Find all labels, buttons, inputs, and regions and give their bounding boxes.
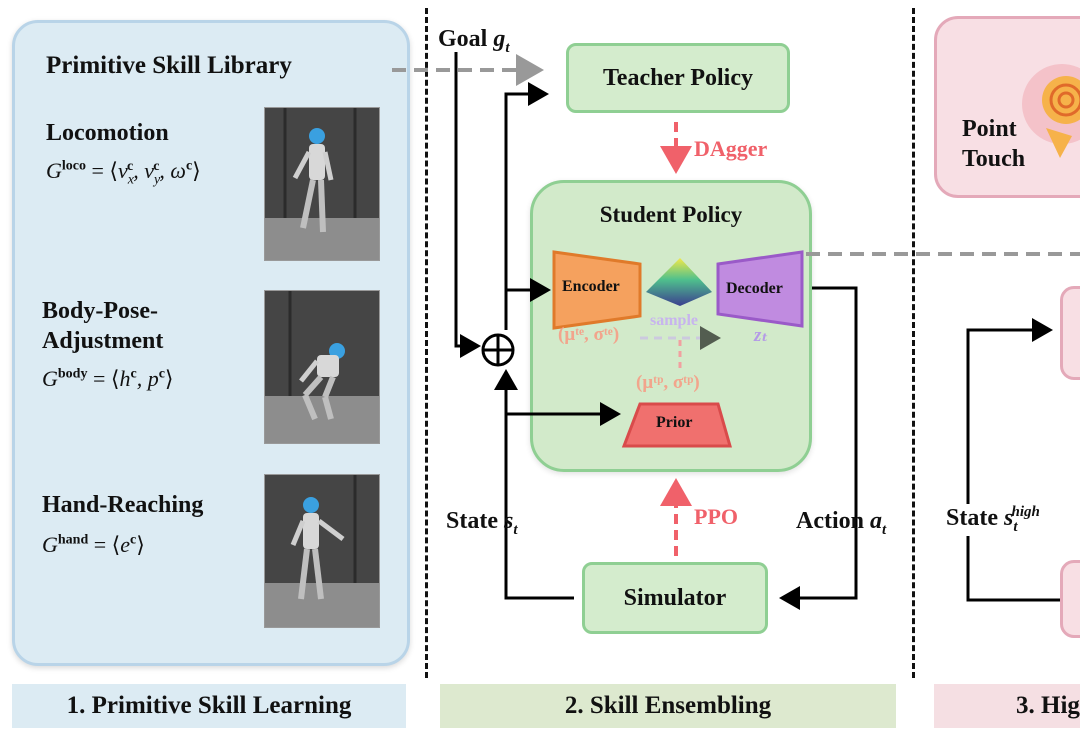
action-label: Action at — [796, 508, 887, 538]
dagger-label: DAgger — [694, 136, 768, 161]
high-level-box-bottom — [1060, 560, 1080, 638]
skill-formula-locomotion: Gloco = ⟨vxc, vyc, ωc⟩ — [46, 158, 201, 188]
teacher-policy-box: Teacher Policy — [566, 43, 790, 113]
panel-label-2: 2. Skill Ensembling — [440, 684, 896, 728]
prior-label: Prior — [656, 414, 693, 431]
state-label: State st — [446, 508, 518, 538]
to-teacher-arrow — [504, 82, 549, 330]
panel-label-1: 1. Primitive Skill Learning — [12, 684, 406, 728]
skill-formula-hand-reaching: Ghand = ⟨ec⟩ — [42, 532, 145, 557]
state-feedback-line — [494, 369, 574, 600]
student-policy-title: Student Policy — [599, 202, 743, 227]
skill-name-body-pose: Body-Pose- Adjustment — [42, 298, 164, 354]
encoder-params-label: (μᵗᵉ, σᵗᵉ) — [558, 324, 620, 345]
goal-label: Goal gt — [438, 26, 510, 56]
encoder-label: Encoder — [562, 278, 620, 295]
goal-arrow — [454, 52, 481, 358]
skill-formula-body-pose: Gbody = ⟨hc, pc⟩ — [42, 366, 174, 391]
sample-label: sample — [650, 312, 698, 329]
skill-library-title: Primitive Skill Library — [46, 52, 292, 79]
panel-label-3: 3. Hig — [934, 684, 1080, 728]
section-divider-1 — [425, 8, 428, 678]
robot-photo-hand-reaching — [264, 474, 380, 628]
high-level-box-top — [1060, 286, 1080, 380]
encoder-shape — [552, 250, 642, 330]
prior-shape — [621, 402, 732, 448]
ppo-label: PPO — [694, 504, 738, 529]
simulator-box: Simulator — [582, 562, 768, 634]
point-touch-label: Point Touch — [962, 116, 1026, 172]
section-divider-2 — [912, 8, 915, 678]
robot-photo-body-pose — [264, 290, 380, 444]
high-state-line — [966, 318, 1060, 602]
gaussian-icon — [646, 258, 712, 306]
decoder-shape — [716, 250, 804, 328]
high-state-label: State sthigh — [944, 504, 1042, 536]
target-icon — [1010, 58, 1080, 168]
skill-name-locomotion: Locomotion — [46, 120, 169, 146]
action-arrow — [779, 286, 858, 610]
prior-params-label: (μᵗᵖ, σᵗᵖ) — [636, 372, 700, 393]
skill-name-hand-reaching: Hand-Reaching — [42, 492, 204, 518]
robot-photo-locomotion — [264, 107, 380, 261]
decoder-label: Decoder — [726, 280, 783, 297]
latent-z-label: zₜ — [754, 325, 769, 346]
